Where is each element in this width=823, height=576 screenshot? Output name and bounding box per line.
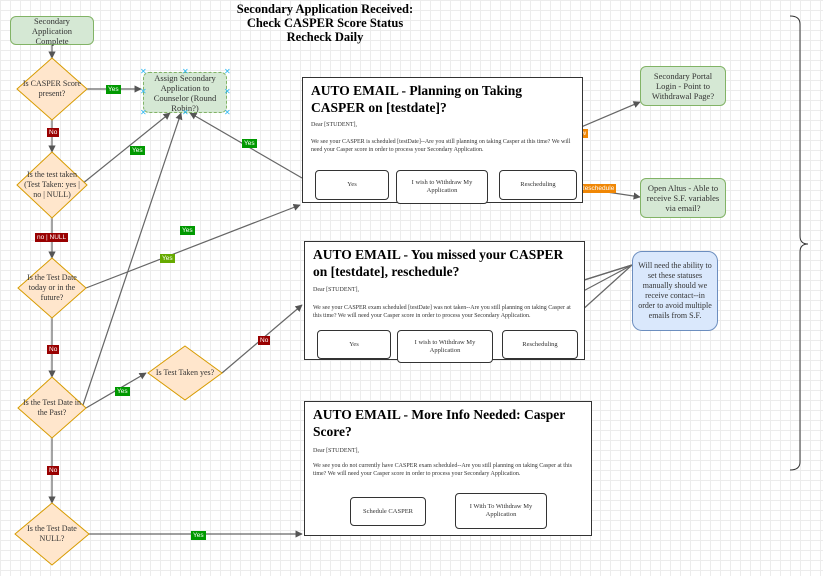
email-card-missed: AUTO EMAIL - You missed your CASPER on [… [304,241,585,363]
selection-handle-icon: ✕ [140,87,147,96]
email-greeting: Dear [STUDENT], [313,448,359,454]
email-reschedule-button[interactable]: Rescheduling [499,170,577,200]
d4-label: Is the Test Date in the Past? [23,398,81,417]
edge-label-reschedule: Reschedule [578,184,617,193]
edge-label-yes: Yes [191,531,206,540]
email-withdraw-button[interactable]: I wish to Withdraw My Application [397,330,493,363]
node-altus[interactable]: Open Altus - Able to receive S.F. variab… [640,178,726,218]
edge-label-no: No [47,345,60,354]
email-body: We see your CASPER is scheduled [testDat… [311,139,571,153]
edge-label-no: No [47,128,60,137]
selection-handle-icon: ✕ [224,87,231,96]
edge-label-yes: Yes [106,85,121,94]
selection-handle-icon: ✕ [140,108,147,117]
email-yes-button[interactable]: Yes [315,170,389,200]
email-body: We see you do not currently have CASPER … [313,463,572,477]
edge-label-yes: Yes [130,146,145,155]
diamond-d2 [16,151,88,219]
diamond-d3 [17,257,87,319]
email-title: AUTO EMAIL - Planning on Taking CASPER o… [311,83,522,115]
edge-label-yes: Yes [242,139,257,148]
title-line-2: Check CASPER Score Status [246,16,404,30]
d5-label: Is Test Taken yes? [155,368,215,377]
edge-d2-assign [81,112,171,185]
email-yes-button[interactable]: Yes [317,330,391,359]
edge-label-yes: Yes [180,226,195,235]
edge-label-yes: Yes [115,387,130,396]
email-withdraw-button[interactable]: I wish to Withdraw My Application [396,170,488,204]
selection-handle-icon: ✕ [182,67,189,76]
email-card-planning: AUTO EMAIL - Planning on Taking CASPER o… [302,77,583,204]
email-title: AUTO EMAIL - More Info Needed: Casper Sc… [313,407,565,439]
email-greeting: Dear [STUDENT], [313,287,359,293]
node-assign[interactable]: Assign Secondary Application to Counselo… [143,72,227,113]
d3-label: Is the Test Date today or in the future? [27,273,77,302]
edge-label-no: No [47,466,60,475]
selection-handle-icon: ✕ [224,67,231,76]
node-portal[interactable]: Secondary Portal Login - Point to Withdr… [640,66,726,106]
edge-d3-e1 [85,203,301,289]
edge-d4-assign [81,112,183,409]
d1-label: Is CASPER Score present? [22,79,82,98]
diamond-d5 [147,345,223,401]
email-title: AUTO EMAIL - You missed your CASPER on [… [313,247,564,279]
edge-label-no-null: no | NULL [35,233,69,242]
email-withdraw-button[interactable]: I With To Withdraw My Application [455,493,547,529]
node-start[interactable]: Secondary Application Complete [10,16,94,46]
selection-handle-icon: ✕ [140,67,147,76]
node-note[interactable]: Will need the ability to set these statu… [632,251,718,331]
diamond-d4 [17,376,87,439]
email-greeting: Dear [STUDENT], [311,122,357,128]
diagram-title: Secondary Application Received: Check CA… [210,2,440,44]
d6-label: Is the Test Date NULL? [27,524,77,543]
right-brace [789,15,809,471]
edge-label-yes: Yes [160,254,175,263]
selection-handle-icon: ✕ [182,108,189,117]
email-reschedule-button[interactable]: Rescheduling [502,330,578,359]
diamond-d1 [16,57,88,121]
title-line-1: Secondary Application Received: [236,2,414,16]
email-schedule-casper-button[interactable]: Schedule CASPER [350,497,426,526]
d2-label: Is the test taken (Test Taken: yes | no … [24,170,80,199]
diamond-d6 [14,502,90,566]
edge-label-no: No [258,336,271,345]
title-line-3: Recheck Daily [286,30,364,44]
email-body: We see your CASPER exam scheduled [testD… [313,305,571,319]
email-card-more-info: AUTO EMAIL - More Info Needed: Casper Sc… [304,401,592,536]
selection-handle-icon: ✕ [224,108,231,117]
